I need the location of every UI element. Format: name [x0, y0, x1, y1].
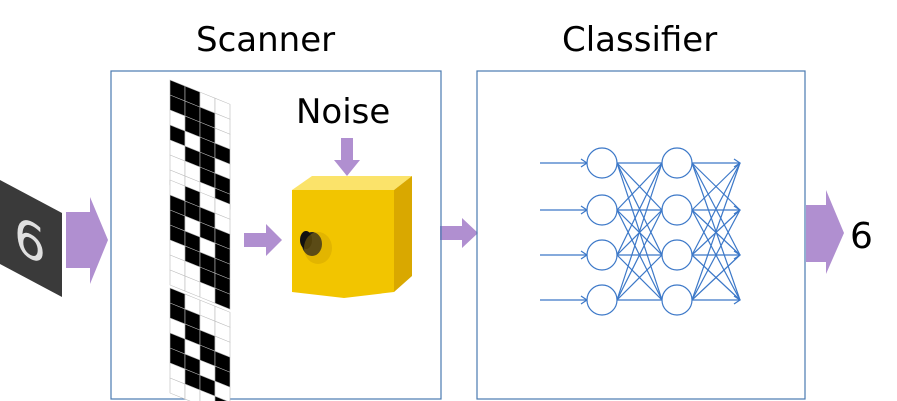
classifier-box: [476, 70, 806, 400]
network-node: [661, 194, 693, 226]
network-node: [586, 194, 618, 226]
input-arrow: [66, 197, 108, 284]
network-arrowhead: [733, 158, 742, 168]
scan-pattern-grid: [169, 179, 231, 310]
network-arrowhead: [733, 250, 742, 260]
network-node: [586, 284, 618, 316]
pattern-cell: [214, 395, 231, 401]
network-node: [661, 147, 693, 179]
network-edge: [616, 209, 663, 301]
network-edge: [616, 162, 663, 256]
scan-patterns: [169, 79, 231, 401]
network-edge: [691, 254, 741, 301]
pattern-cell: [214, 287, 231, 310]
network-edge: [691, 209, 741, 301]
noise-cube: [292, 176, 412, 298]
scanner-title: Scanner: [196, 20, 336, 60]
output-label: 6: [850, 216, 873, 257]
network-edge: [691, 162, 741, 211]
noise-arrow: [334, 138, 360, 176]
network-edge: [691, 162, 741, 256]
network-node: [661, 239, 693, 271]
input-digit-image: 6: [0, 180, 62, 297]
network-edge: [616, 162, 663, 301]
network-node: [586, 147, 618, 179]
network-node: [661, 284, 693, 316]
classifier-title: Classifier: [562, 20, 718, 60]
scanner-to-cube-arrow: [244, 224, 282, 256]
network-edge: [691, 162, 741, 301]
scan-pattern-grid: [169, 79, 231, 210]
scanner-box: [110, 70, 442, 400]
network-node: [586, 239, 618, 271]
network-arrowhead: [733, 205, 742, 215]
noise-label: Noise: [296, 92, 391, 132]
output-arrow: [806, 190, 844, 274]
network-edge: [616, 162, 663, 211]
network-arrowhead: [733, 295, 742, 305]
neural-network: [540, 147, 742, 316]
scan-pattern-grid: [169, 287, 231, 401]
network-edge: [616, 254, 663, 301]
scanner-to-classifier-arrow: [440, 218, 478, 248]
